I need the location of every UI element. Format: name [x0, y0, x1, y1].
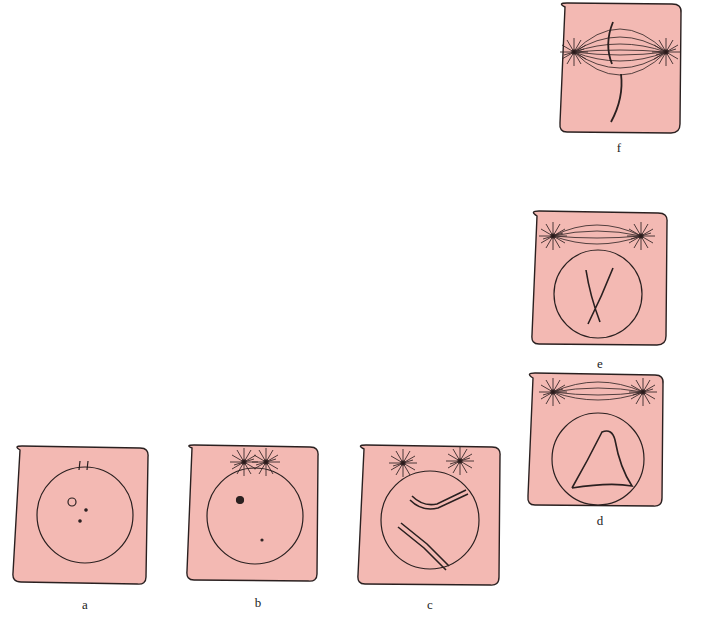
figure-letter: a: [82, 598, 88, 611]
aster: [539, 378, 567, 406]
nucleus: [552, 413, 644, 505]
figure-letter: f: [617, 141, 621, 154]
figure-letter: c: [427, 598, 433, 611]
cell-e: [532, 211, 667, 345]
figure-letter: e: [597, 357, 603, 370]
centriole: [87, 461, 88, 470]
nucleus: [554, 250, 642, 338]
chromosome: [608, 22, 621, 122]
cell-c: [358, 445, 500, 585]
figure-letter: b: [255, 596, 262, 609]
chromosome: [586, 268, 613, 324]
aster: [652, 38, 680, 66]
aster: [446, 447, 474, 475]
chromosome: [398, 523, 449, 570]
aster: [539, 222, 567, 250]
spindle: [553, 382, 643, 400]
chromosome: [410, 490, 468, 509]
aster: [560, 38, 588, 66]
nucleus: [381, 471, 479, 569]
cell-b: [187, 445, 318, 581]
nucleolus: [237, 497, 244, 504]
aster: [252, 448, 280, 476]
aster: [629, 378, 657, 406]
nucleus: [207, 468, 303, 564]
chromosome: [572, 431, 632, 488]
cell-f: [560, 3, 681, 133]
cell-d: [528, 373, 663, 506]
nucleolus: [68, 498, 76, 506]
aster: [389, 449, 417, 477]
spindle: [553, 225, 641, 244]
aster: [627, 222, 655, 250]
centriole: [79, 461, 80, 470]
nucleus: [37, 467, 133, 563]
figure-letter: d: [597, 514, 604, 527]
cell-a: [13, 446, 148, 584]
